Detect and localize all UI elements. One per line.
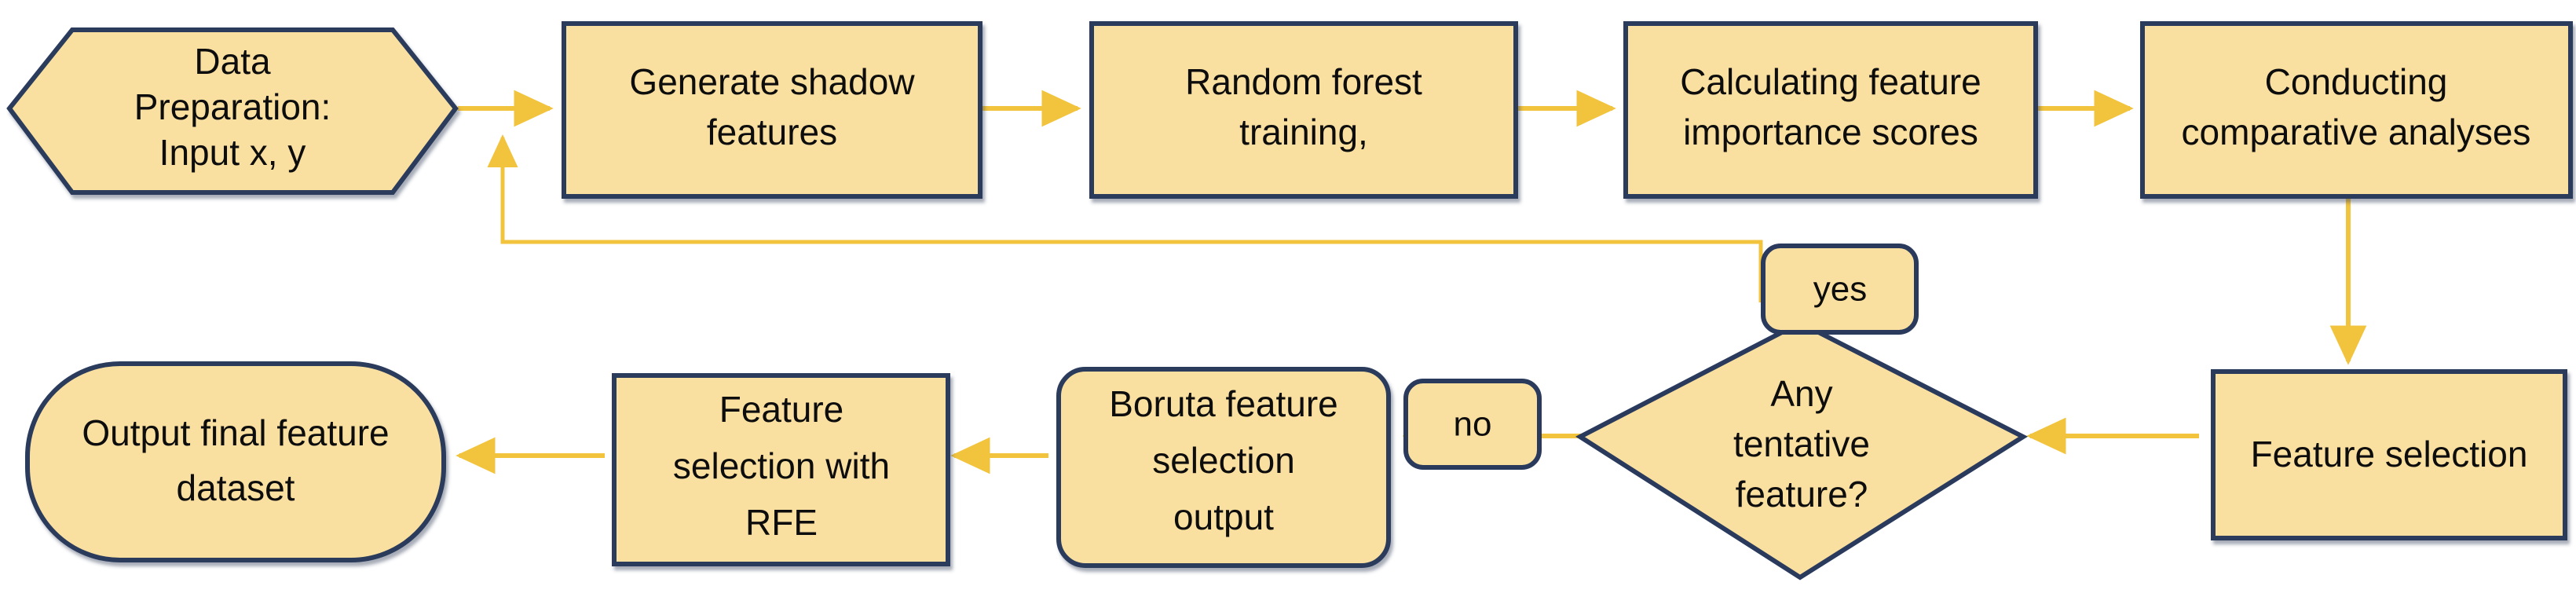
feature-selection-with-rfe-label: Feature: [719, 389, 844, 430]
data-preparation-label: Input x, y: [159, 132, 306, 173]
any-tentative-feature-diamond-shape: [1575, 320, 2029, 581]
any-tentative-feature-label: Any: [1770, 373, 1832, 414]
no-badge-label: no: [1454, 405, 1492, 444]
yes-badge-shape: [1761, 244, 1919, 335]
calculating-feature-importance-label: Calculating feature: [1680, 61, 1981, 102]
data-preparation-label: Preparation:: [134, 86, 331, 127]
random-forest-training-label: Random forest: [1185, 61, 1422, 102]
calculating-feature-importance-box-shape: [1623, 21, 2038, 199]
calculating-feature-importance-label: importance scores: [1683, 112, 1978, 152]
output-final-feature-dataset-shape: [25, 361, 446, 562]
boruta-feature-selection-output-label: Boruta feature: [1109, 383, 1338, 424]
feature-selection-with-rfe-label: RFE: [745, 502, 818, 543]
boruta-feature-selection-output-box-shape: [1056, 367, 1391, 568]
node-conducting-comparative-analyses[interactable]: Conducting comparative analyses: [2140, 21, 2573, 199]
any-tentative-feature-label: tentative: [1733, 423, 1870, 464]
node-boruta-feature-selection-output[interactable]: Boruta feature selection output: [1056, 367, 1391, 568]
feature-selection-box-shape: [2211, 369, 2567, 540]
node-output-final-feature-dataset[interactable]: Output final feature dataset: [25, 361, 446, 562]
node-any-tentative-feature[interactable]: Any tentative feature?: [1575, 320, 2029, 581]
output-final-feature-dataset-label: Output final feature: [82, 412, 389, 453]
feature-selection-label: Feature selection: [2251, 434, 2528, 474]
no-badge-shape: [1403, 379, 1542, 470]
feature-selection-with-rfe-box-shape: [612, 373, 950, 566]
random-forest-training-box-shape: [1089, 21, 1518, 199]
boruta-feature-selection-output-label: output: [1173, 496, 1274, 537]
data-preparation-hexagon-shape: [6, 27, 459, 195]
data-preparation-label: Data: [194, 41, 271, 82]
node-data-preparation[interactable]: Data Preparation: Input x, y: [6, 27, 459, 195]
generate-shadow-features-box-shape: [562, 21, 982, 199]
generate-shadow-features-label: features: [707, 112, 837, 152]
any-tentative-feature-label: feature?: [1736, 474, 1868, 515]
edge-label-no: no: [1403, 379, 1542, 470]
node-random-forest-training[interactable]: Random forest training,: [1089, 21, 1518, 199]
node-feature-selection[interactable]: Feature selection: [2211, 369, 2567, 540]
feature-selection-with-rfe-label: selection with: [673, 445, 890, 486]
boruta-feature-selection-output-label: selection: [1152, 440, 1295, 481]
generate-shadow-features-label: Generate shadow: [629, 61, 915, 102]
node-generate-shadow-features[interactable]: Generate shadow features: [562, 21, 982, 199]
random-forest-training-label: training,: [1239, 112, 1368, 152]
node-feature-selection-with-rfe[interactable]: Feature selection with RFE: [612, 373, 950, 566]
yes-badge-label: yes: [1813, 270, 1867, 309]
conducting-comparative-analyses-label: Conducting: [2265, 61, 2448, 102]
edge-label-yes: yes: [1761, 244, 1919, 335]
conducting-comparative-analyses-box-shape: [2140, 21, 2573, 199]
output-final-feature-dataset-label: dataset: [177, 467, 295, 508]
node-calculating-feature-importance-scores[interactable]: Calculating feature importance scores: [1623, 21, 2038, 199]
conducting-comparative-analyses-label: comparative analyses: [2182, 112, 2531, 152]
